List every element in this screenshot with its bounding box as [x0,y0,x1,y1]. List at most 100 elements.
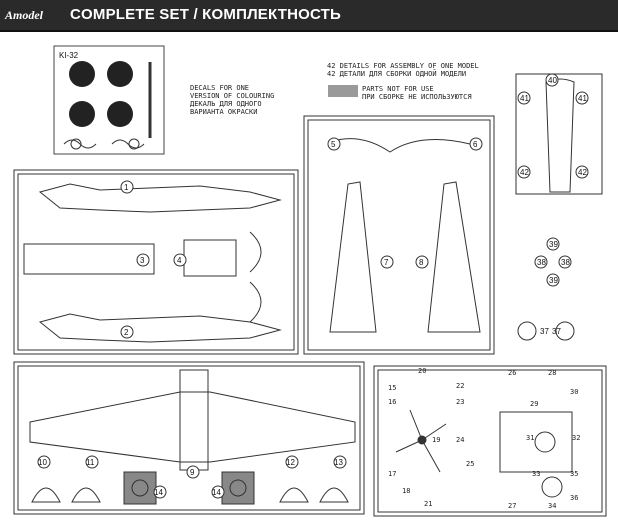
detail-sprue [373,365,607,517]
part-number: 8 [419,258,424,267]
part-number: 14 [212,488,221,497]
fuselage-half-1 [38,183,282,213]
stabilizer [329,138,471,153]
wing-center [179,369,209,471]
fuselage-sprue: 1 2 3 4 [13,169,299,355]
part-number: 18 [402,487,411,495]
propeller [395,409,447,473]
part-number: 38 [561,258,570,267]
gear-leg [279,487,309,503]
part-number: 26 [508,369,517,377]
part-number: 2 [124,328,129,337]
part-number: 7 [384,258,389,267]
decal-caption-ru-2: ВАРИАНТА ОКРАСКИ [190,108,258,116]
part-number: 23 [456,398,465,406]
part-number: 30 [570,388,579,396]
part-number: 24 [456,436,465,444]
part-number: 31 [526,434,535,442]
part-number: 32 [572,434,581,442]
canopy-sprue: 40 41 41 42 42 [515,73,603,195]
part-number: 22 [456,382,465,390]
legend-label-en: PARTS NOT FOR USE [362,85,434,93]
roundel-decal [107,61,133,87]
decal-caption-en-1: DECALS FOR ONE [190,84,250,92]
part-number: 25 [466,460,475,468]
part-number: 36 [570,494,579,502]
tail-sprue: 5 6 7 8 [303,115,495,355]
part-number: 41 [578,94,587,103]
wheel-part [517,321,537,341]
marking-decal [128,138,140,150]
part-number: 9 [190,468,195,477]
legend-swatch [328,85,358,97]
part-number: 14 [154,488,163,497]
wheel-part [555,321,575,341]
part-number: 4 [177,256,182,265]
gear-leg [31,487,61,503]
part-number: 13 [334,458,343,467]
part-number: 17 [388,470,397,478]
part-number: 3 [140,256,145,265]
part-number: 34 [548,502,557,510]
part-14-grey [123,471,157,505]
vertical-fin-right [427,181,481,333]
part-number: 42 [520,168,529,177]
part-number: 11 [86,458,95,467]
part-4 [183,239,237,277]
part-number: 12 [286,458,295,467]
part-number: 39 [549,276,558,285]
part-number: 15 [388,384,397,392]
details-count-en: 42 DETAILS FOR ASSEMBLY OF ONE MODEL [327,62,479,70]
part-number: 16 [388,398,397,406]
decal-caption-en-2: VERSION OF COLOURING [190,92,275,100]
wheel-hub [229,479,247,497]
wing [29,391,356,463]
vertical-fin-left [329,181,377,333]
parts-sheet: KI-32 1 2 3 [0,32,618,522]
part-14-grey [221,471,255,505]
marking-decal [70,138,82,150]
engine-part [499,411,573,473]
stripe-decal [111,139,145,149]
gear-leg [319,487,349,503]
part-number: 10 [38,458,47,467]
header-bar: Amodel COMPLETE SET / КОМПЛЕКТНОСТЬ [0,0,618,32]
brand-logo: Amodel [5,8,43,22]
decal-sheet: KI-32 [53,45,165,155]
part-number: 33 [532,470,541,478]
part-number: 29 [530,400,539,408]
canopy-frame [249,231,262,273]
part-number: 27 [508,502,517,510]
gear-leg [71,487,101,503]
details-count-ru: 42 ДЕТАЛИ ДЛЯ СБОРКИ ОДНОЙ МОДЕЛИ [327,70,467,78]
part-number: 19 [432,436,441,444]
wing-sprue: 10 11 9 12 13 14 14 [13,361,365,515]
legend-label-ru: ПРИ СБОРКЕ НЕ ИСПОЛЬЗУЮТСЯ [362,93,472,101]
decal-caption-ru-1: ДЕКАЛЬ ДЛЯ ОДНОГО [190,100,262,108]
part-number: 28 [548,369,557,377]
engine-cowl [534,431,556,453]
part-number: 5 [331,140,336,149]
engine-cowl [541,476,563,498]
canopy-frame [249,281,262,323]
part-number: 6 [473,140,478,149]
roundel-decal [69,101,95,127]
part-number: 42 [578,168,587,177]
part-number: 40 [548,76,557,85]
roundel-decal [107,101,133,127]
small-parts: 39 38 38 39 37 37 [517,237,575,341]
part-number: 39 [549,240,558,249]
part-number: 41 [520,94,529,103]
decal-sheet-label: KI-32 [59,51,79,60]
part-number: 21 [424,500,433,508]
sprue-drawing: KI-32 1 2 3 [13,45,607,517]
stripe-decal [63,139,97,149]
roundel-decal [69,61,95,87]
fuselage-half-2 [38,313,282,343]
page-title: COMPLETE SET / КОМПЛЕКТНОСТЬ [70,6,342,23]
part-number: 20 [418,367,427,375]
part-number: 37 [552,327,561,336]
cockpit-floor [23,243,155,275]
part-number: 1 [124,183,129,192]
part-number: 37 [540,327,549,336]
